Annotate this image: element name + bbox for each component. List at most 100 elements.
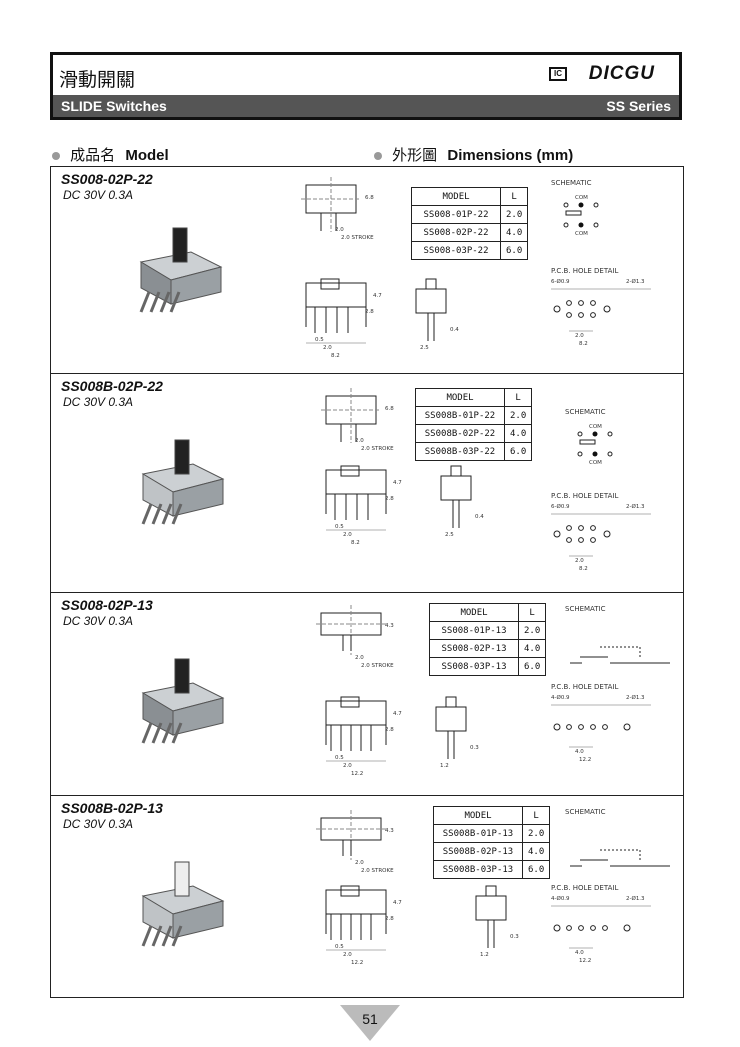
width-label: 12.2 [579, 958, 592, 964]
front-body-dim: 2.8 [385, 916, 394, 922]
brand-name: DICGU [588, 63, 655, 84]
front-body-dim: 2.8 [385, 496, 394, 502]
model-heading: 成品名 Model [52, 144, 169, 165]
model-cell: SS008B-01P-13 [433, 824, 523, 843]
height-dim: 4.3 [385, 828, 394, 834]
model-cell: SS008-01P-13 [429, 621, 519, 640]
pcb-hole-detail-label: P.C.B. HOLE DETAIL [551, 267, 619, 275]
schematic-diagram [570, 431, 630, 457]
schematic-label: SCHEMATIC [551, 179, 592, 187]
com-label: COM [575, 195, 588, 201]
product-photo [123, 653, 233, 753]
width-label: 12.2 [579, 757, 592, 763]
model-heading-cn: 成品名 [70, 146, 116, 164]
product-photo [123, 856, 233, 956]
title-chinese: 滑動開關 [59, 69, 136, 91]
side-view-drawing [466, 886, 526, 956]
length-cell: 6.0 [503, 442, 533, 461]
front-height-dim: 4.7 [393, 900, 402, 906]
model-rating: DC 30V 0.3A [63, 614, 134, 628]
table-header-cell: L [503, 388, 533, 407]
model-cell: SS008B-02P-22 [415, 424, 505, 443]
product-photo [123, 434, 233, 534]
front-width-dim: 12.2 [351, 771, 364, 777]
stroke-label: 2.0 STROKE [341, 235, 374, 241]
model-rating: DC 30V 0.3A [63, 817, 134, 831]
model-cell: SS008B-02P-13 [433, 842, 523, 861]
side-offset-dim: 2.5 [420, 345, 429, 351]
table-header-cell: MODEL [429, 603, 519, 622]
front-height-dim: 4.7 [393, 480, 402, 486]
model-cell: SS008-02P-22 [411, 223, 501, 242]
pcb-hole-diagram [551, 697, 651, 757]
width-label: 8.2 [579, 341, 588, 347]
title-band: SLIDE Switches SS Series [53, 95, 679, 117]
schematic-label: SCHEMATIC [565, 408, 606, 416]
schematic-label: SCHEMATIC [565, 808, 606, 816]
pitch-label: 4.0 [575, 749, 584, 755]
table-header-cell: MODEL [433, 806, 523, 825]
top-view-drawing [321, 810, 381, 865]
length-cell: 6.0 [517, 657, 547, 676]
model-name: SS008-02P-22 [61, 171, 153, 187]
pcb-hole-detail-label: P.C.B. HOLE DETAIL [551, 492, 619, 500]
model-cell: SS008B-03P-13 [433, 860, 523, 879]
pin-thickness-dim: 0.5 [315, 337, 324, 343]
side-pin-dim: 0.3 [510, 934, 519, 940]
stroke-label: 2.0 STROKE [361, 446, 394, 452]
hole-size-label: 4-Ø0.9 [551, 695, 570, 701]
pin-pitch-dim: 2.0 [343, 952, 352, 958]
mount-hole-label: 2-Ø1.3 [626, 695, 645, 701]
model-cell: SS008-03P-22 [411, 241, 501, 260]
bullet-icon [52, 152, 60, 161]
hole-size-label: 6-Ø0.9 [551, 279, 570, 285]
height-dim: 6.8 [365, 195, 374, 201]
top-view-drawing [301, 177, 361, 232]
schematic-diagram [556, 202, 616, 228]
page-header: 滑動開關 IC DICGU SLIDE Switches SS Series [50, 52, 682, 120]
page-number-tab-icon [340, 1005, 400, 1041]
width-label: 8.2 [579, 566, 588, 572]
model-rating: DC 30V 0.3A [63, 395, 134, 409]
schematic-diagram [570, 617, 630, 677]
table-header-cell: L [517, 603, 547, 622]
schematic-diagram [570, 820, 630, 880]
pcb-hole-detail-label: P.C.B. HOLE DETAIL [551, 683, 619, 691]
length-cell: 4.0 [499, 223, 529, 242]
table-header-cell: MODEL [415, 388, 505, 407]
length-cell: 2.0 [521, 824, 551, 843]
front-view-drawing [321, 466, 391, 536]
title-english: SLIDE Switches [61, 98, 167, 114]
mount-hole-label: 2-Ø1.3 [626, 504, 645, 510]
height-dim: 4.3 [385, 623, 394, 629]
front-width-dim: 12.2 [351, 960, 364, 966]
side-view-drawing [406, 279, 466, 349]
dimensions-heading-en: Dimensions (mm) [447, 147, 574, 164]
front-body-dim: 2.8 [385, 727, 394, 733]
mount-hole-label: 2-Ø1.3 [626, 896, 645, 902]
model-cell: SS008B-01P-22 [415, 406, 505, 425]
bullet-icon [374, 152, 382, 161]
product-photo [121, 222, 231, 322]
page-number: 51 [340, 1005, 400, 1041]
front-view-drawing [321, 697, 391, 767]
top-view-drawing [321, 605, 381, 660]
pin-pitch-dim: 2.0 [343, 763, 352, 769]
side-view-drawing [431, 466, 491, 536]
pin-thickness-dim: 0.5 [335, 524, 344, 530]
brand-logo-icon: IC [549, 67, 567, 81]
front-width-dim: 8.2 [331, 353, 340, 359]
stroke-label: 2.0 STROKE [361, 868, 394, 874]
pin-thickness-dim: 0.5 [335, 755, 344, 761]
height-dim: 6.8 [385, 406, 394, 412]
model-cell: SS008-03P-13 [429, 657, 519, 676]
